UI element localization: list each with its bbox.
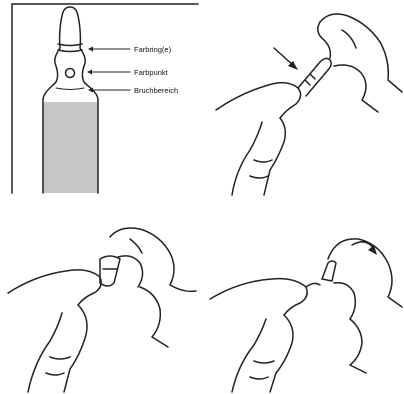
upper-thumb bbox=[334, 283, 355, 319]
left-hand-palm bbox=[232, 319, 266, 392]
label-break-zone: Bruchbereich bbox=[134, 86, 178, 95]
ampoule-neck bbox=[100, 256, 120, 286]
upper-thumb bbox=[318, 22, 331, 58]
upper-knuckle bbox=[130, 239, 142, 253]
lower-hand-thumb bbox=[216, 83, 301, 118]
left-hand-finger bbox=[270, 315, 293, 392]
ampoule-ring-2 bbox=[305, 80, 310, 85]
label-color-dot: Farbpunkt bbox=[134, 68, 169, 77]
upper-thumb bbox=[118, 256, 143, 287]
color-ring-1 bbox=[58, 44, 82, 46]
arrowhead-color-dot bbox=[87, 70, 92, 75]
color-dot bbox=[66, 69, 75, 78]
upper-hand-back bbox=[320, 14, 402, 92]
ampoule-base-stub bbox=[306, 283, 320, 287]
upper-hand-outline bbox=[110, 228, 196, 291]
hand-pressing-ampoule-tip-illustration bbox=[202, 0, 404, 197]
break-zone-line bbox=[56, 88, 84, 90]
ampoule-liquid bbox=[43, 102, 98, 193]
upper-finger bbox=[334, 65, 378, 112]
label-color-rings: Farbring(e) bbox=[134, 45, 172, 54]
hand-snapping-ampoule-off-illustration bbox=[202, 197, 404, 394]
ampoule-ring bbox=[310, 74, 315, 79]
upper-finger bbox=[350, 319, 366, 373]
left-hand-thumb bbox=[8, 270, 101, 305]
hand-holding-ampoule-neck-illustration bbox=[0, 197, 202, 394]
color-ring-2 bbox=[58, 50, 82, 52]
ampoule-diagram: Farbring(e) Farbpunkt Bruchbereich bbox=[0, 0, 202, 197]
step4-panel bbox=[202, 197, 404, 394]
left-knuckle-1 bbox=[254, 361, 274, 363]
left-knuckle-2 bbox=[250, 377, 268, 379]
left-hand-thumb bbox=[210, 279, 307, 315]
lower-hand-palm bbox=[232, 122, 262, 195]
ampoule-tip bbox=[298, 58, 331, 96]
arrowhead-color-rings bbox=[88, 47, 93, 52]
left-hand-finger bbox=[64, 305, 87, 392]
lower-knuckle-2 bbox=[250, 176, 268, 178]
ampoule-tip-piece bbox=[322, 261, 336, 281]
lower-knuckle-1 bbox=[254, 160, 272, 162]
upper-knuckle bbox=[342, 30, 356, 48]
step2-panel bbox=[202, 0, 404, 197]
left-knuckle-1 bbox=[50, 357, 70, 359]
left-knuckle-2 bbox=[46, 373, 64, 375]
lower-hand-finger bbox=[264, 118, 285, 195]
left-hand-palm bbox=[28, 313, 62, 392]
step3-panel bbox=[0, 197, 202, 394]
upper-finger bbox=[140, 287, 168, 347]
ampoule-diagram-panel: Farbring(e) Farbpunkt Bruchbereich bbox=[0, 0, 202, 197]
upper-hand-outline bbox=[328, 239, 402, 307]
